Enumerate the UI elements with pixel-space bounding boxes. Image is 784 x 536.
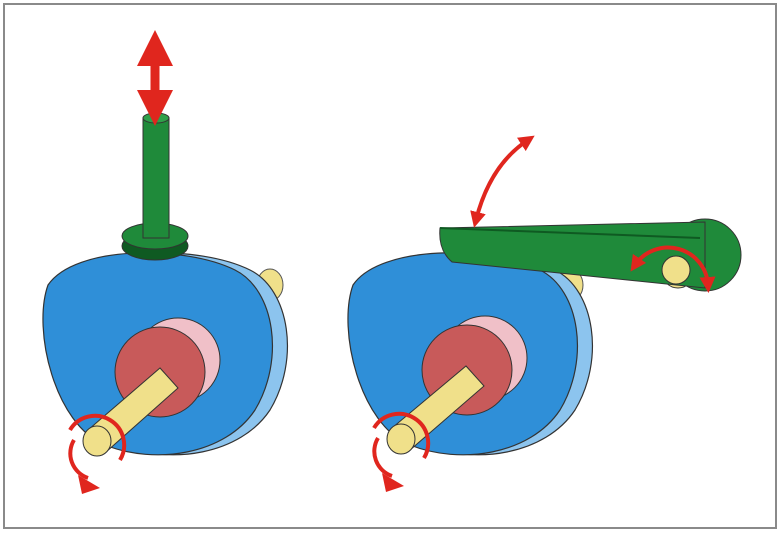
- oscillation-arrow: [470, 135, 535, 228]
- follower-rod: [142, 117, 170, 239]
- shaft-end: [386, 423, 416, 455]
- rotation-arrow: [68, 413, 127, 462]
- oscillating-follower-cam: [347, 135, 742, 492]
- rotation-arrow: [372, 411, 431, 460]
- shaft-end: [82, 425, 112, 457]
- pivot-oscillation-arrow: [630, 245, 716, 293]
- rotation-arrowhead-icon: [382, 473, 404, 492]
- translating-follower-cam: [42, 30, 288, 494]
- pivot-shaft-front: [661, 255, 691, 285]
- rotation-arrowhead-icon: [78, 475, 100, 494]
